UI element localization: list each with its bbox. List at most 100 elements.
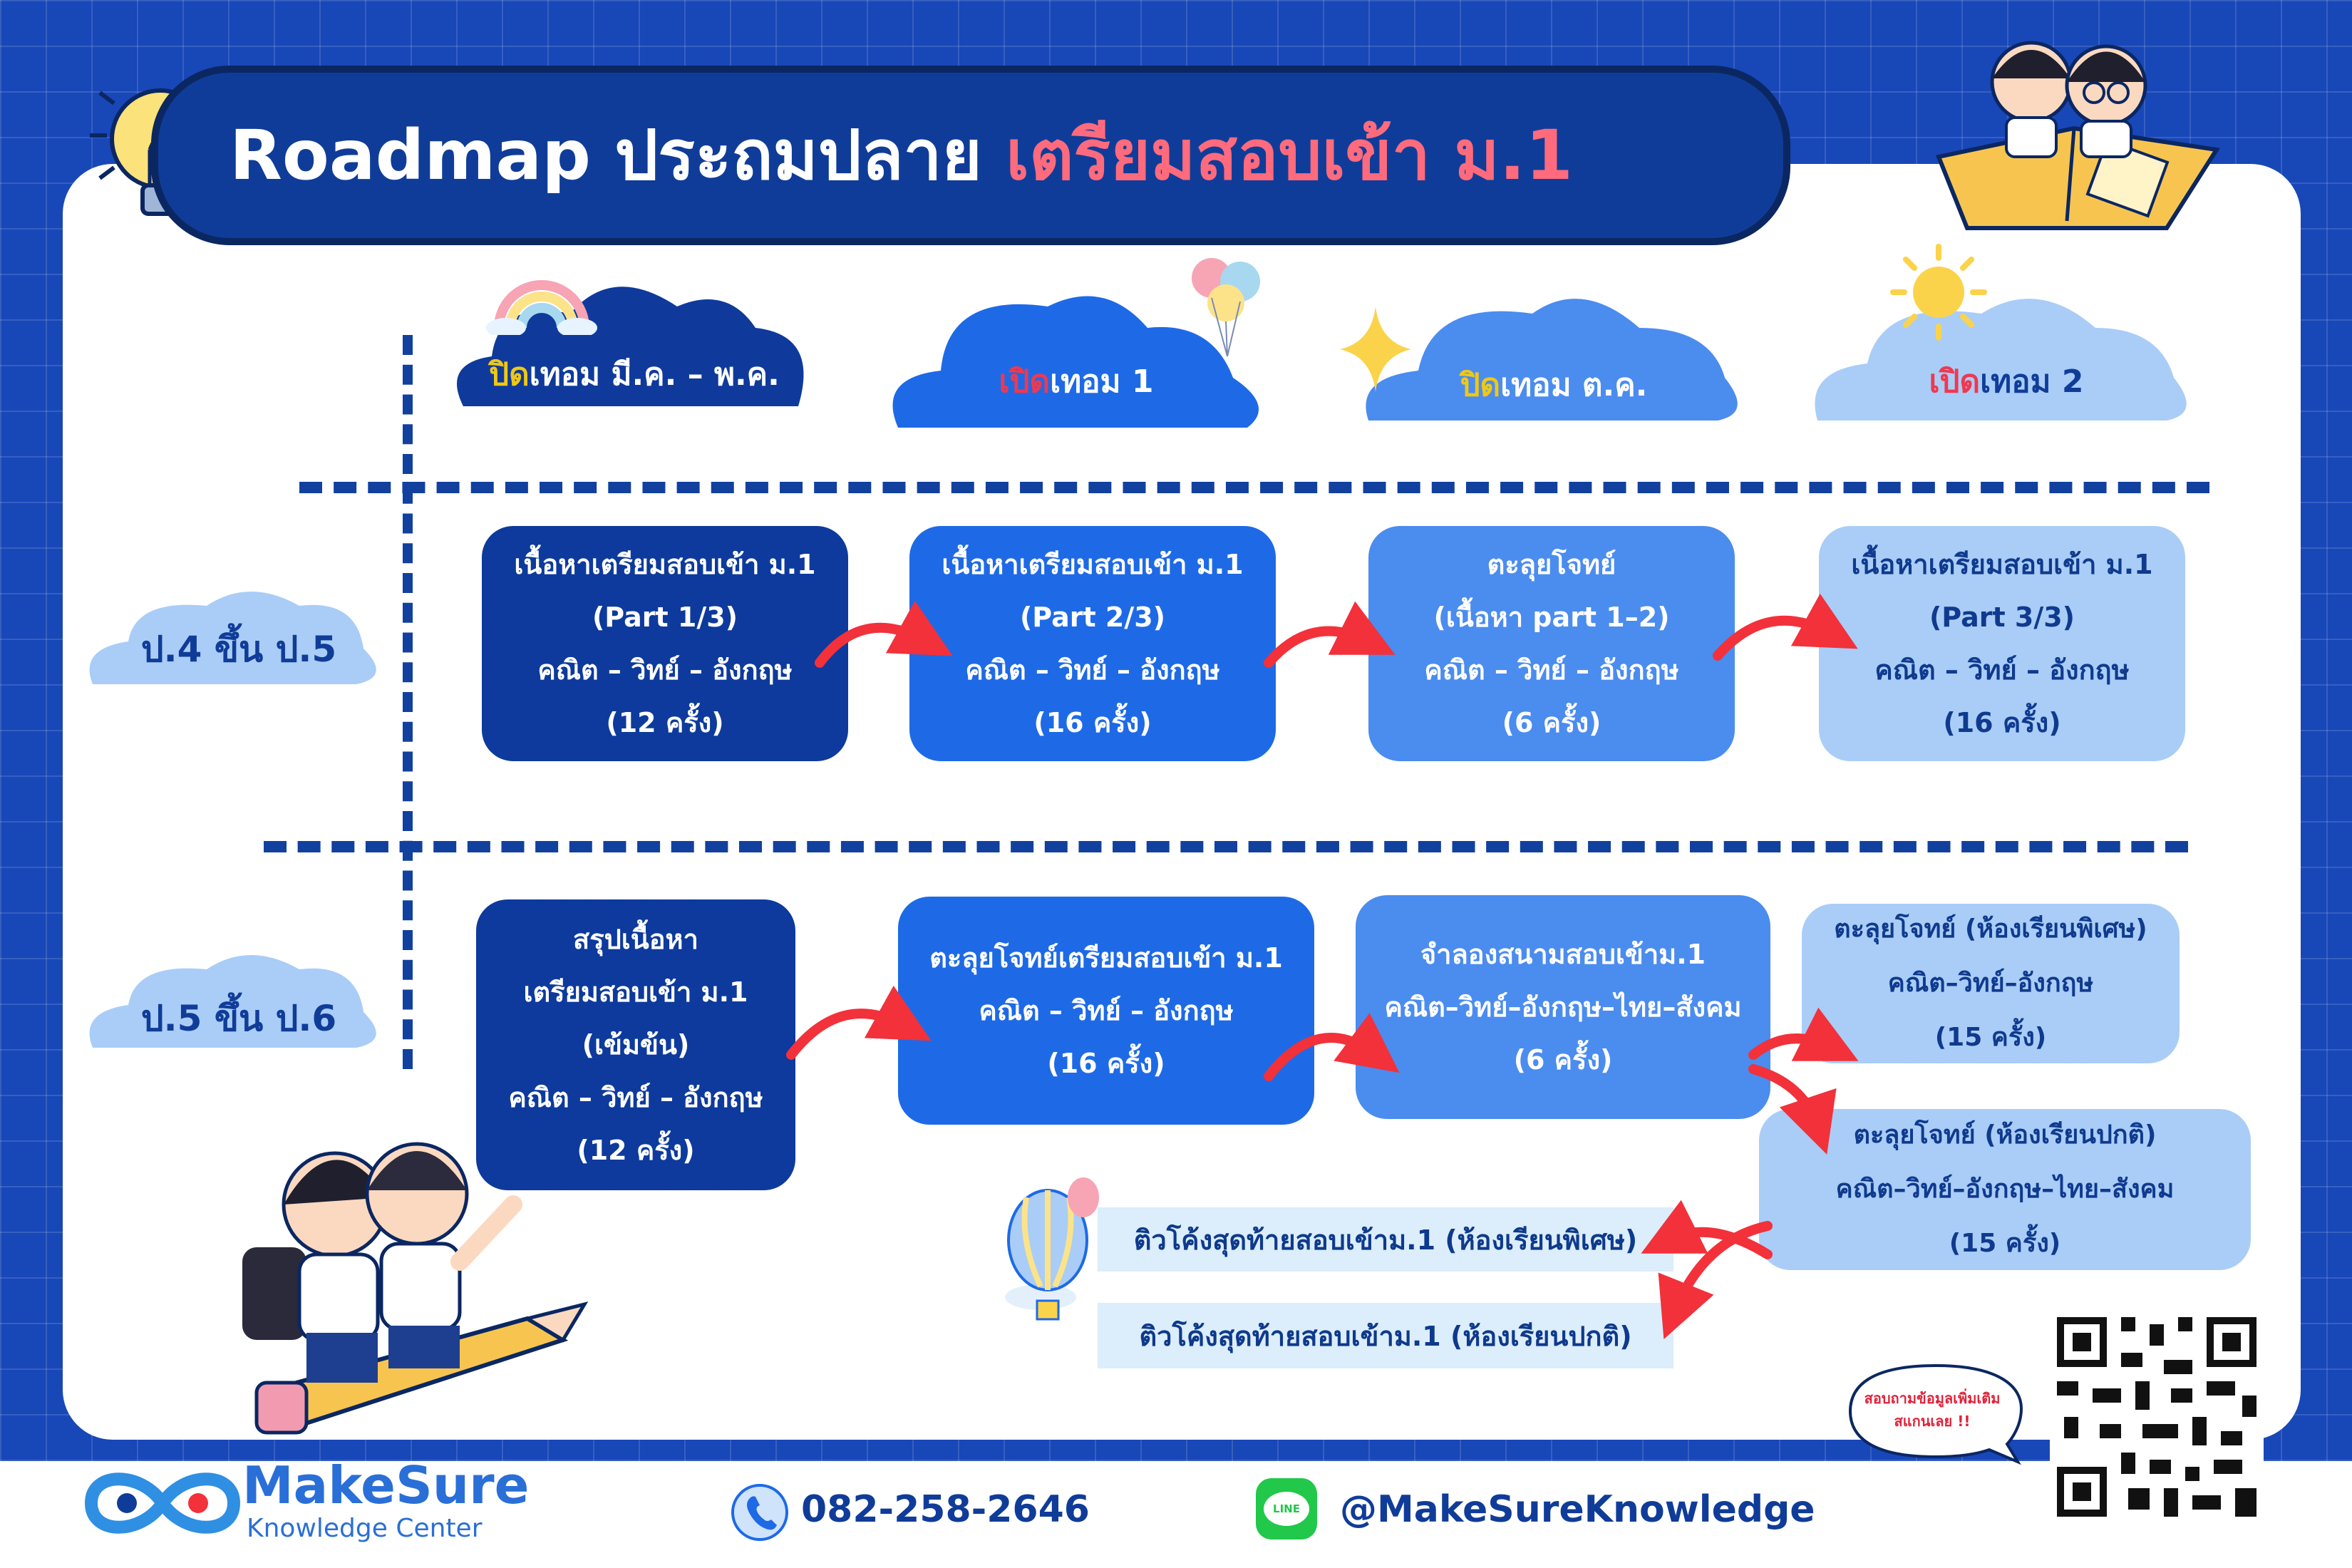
speech-bubble-line-1: สอบถามข้อมูลเพิ่มเติม [1864,1390,2001,1407]
card-line: เนื้อหาเตรียมสอบเข้า ม.1 [1851,549,2153,580]
card-line: ตะลุยโจทย์ [1487,549,1616,580]
card-line: เตรียมสอบเข้า ม.1 [523,976,748,1008]
card-line: (16 ครั้ง) [1033,707,1152,738]
kids-on-book-illustration [1935,41,2221,230]
card-line: (6 ครั้ง) [1513,1044,1613,1076]
card-line: เนื้อหาเตรียมสอบเข้า ม.1 [942,549,1244,580]
card-line: (Part 1/3) [592,602,738,633]
cloud-shape [89,592,376,684]
arrow-r2-3-5 [1748,1064,1837,1155]
column-header-label: ปิดเทอม มี.ค. – พ.ค. [489,356,780,393]
brand-subtitle: Knowledge Center [247,1514,483,1543]
cloud-shape [892,296,1259,428]
footer-bar [0,1461,2352,1568]
arrow-3-4 [1713,593,1858,661]
column-header-label: ปิดเทอม ต.ค. [1460,367,1648,403]
card-line: (12 ครั้ง) [577,1135,695,1166]
speech-bubble: สอบถามข้อมูลเพิ่มเติม สแกนเลย !! [1843,1358,2028,1465]
column-header-label: เปิดเทอม 2 [1929,363,2084,400]
arrow-1-2 [815,600,953,668]
roadmap-card: เนื้อหาเตรียมสอบเข้า ม.1 (Part 2/3) คณิต… [909,526,1276,761]
kids-on-pencil-illustration [242,1142,589,1435]
phone-icon [731,1484,788,1541]
card-line: (16 ครั้ง) [1047,1048,1165,1079]
title-bar: Roadmap ประถมปลาย เตรียมสอบเข้า ม.1 [151,66,1790,245]
row-divider-top [299,482,2209,493]
card-line: (เข้มข้น) [582,1029,690,1061]
row-label-1: ป.4 ขึ้น ป.5 [78,592,399,706]
line-badge-text: LINE [1264,1492,1309,1526]
phone-number[interactable]: 082-258-2646 [801,1488,1090,1531]
sun-icon [1890,244,1987,341]
cloud-shape [89,955,376,1048]
card-line: สรุปเนื้อหา [573,924,698,955]
column-header-3: ปิดเทอม ต.ค. [1354,278,1753,442]
roadmap-card: ตะลุยโจทย์ (เนื้อหา part 1–2) คณิต – วิท… [1368,526,1735,761]
card-line: คณิต–วิทย์–อังกฤษ–ไทย–สังคม [1384,991,1742,1023]
roadmap-card: เนื้อหาเตรียมสอบเข้า ม.1 (Part 1/3) คณิต… [482,526,848,761]
card-line: (6 ครั้ง) [1502,707,1601,738]
row-label-text: ป.4 ขึ้น ป.5 [140,629,337,670]
card-line: ตะลุยโจทย์ (ห้องเรียนพิเศษ) [1834,914,2147,944]
balloons-icon [1192,258,1260,357]
card-line: (Part 2/3) [1019,602,1166,633]
card-line: (16 ครั้ง) [1943,707,2061,738]
cloud-shape [1366,299,1738,421]
hot-air-balloon-icon [1005,1177,1099,1321]
row-label-2: ป.5 ขึ้น ป.6 [78,955,399,1069]
card-line: คณิต – วิทย์ – อังกฤษ [965,654,1220,686]
qr-code [2050,1310,2264,1524]
card-line: คณิต–วิทย์–อังกฤษ [1887,969,2094,998]
brand-name: MakeSure [242,1455,530,1515]
card-line: ตะลุยโจทย์ (ห้องเรียนปกติ) [1853,1120,2157,1150]
cloud-shape [1815,299,2187,421]
arrow-2-3 [1264,601,1396,668]
card-line: คณิต – วิทย์ – อังกฤษ [1874,654,2130,686]
speech-bubble-shape [1848,1363,2023,1465]
roadmap-card: สรุปเนื้อหา เตรียมสอบเข้า ม.1 (เข้มข้น) … [476,899,795,1190]
final-course-special: ติวโค้งสุดท้ายสอบเข้าม.1 (ห้องเรียนพิเศษ… [1098,1207,1673,1272]
arrow-r2-2-3 [1264,1013,1400,1081]
arrow-r2-1-2 [786,985,932,1060]
card-line: (Part 3/3) [1929,602,2075,633]
card-line: ตะลุยโจทย์เตรียมสอบเข้า ม.1 [929,942,1283,974]
card-line: (15 ครั้ง) [1949,1229,2061,1258]
arrow-to-final-special [1641,1200,1773,1259]
line-app-icon: LINE [1256,1478,1317,1539]
column-header-2: เปิดเทอม 1 [884,271,1269,456]
arrow-to-final-regular [1658,1221,1773,1339]
line-id[interactable]: @MakeSureKnowledge [1340,1488,1815,1531]
title-prefix: Roadmap ประถมปลาย [229,115,982,195]
card-line: คณิต – วิทย์ – อังกฤษ [508,1082,763,1113]
roadmap-card: ตะลุยโจทย์ (ห้องเรียนพิเศษ) คณิต–วิทย์–อ… [1802,904,2180,1063]
card-line: (15 ครั้ง) [1934,1023,2047,1052]
column-divider [403,335,413,1069]
column-header-1: ปิดเทอม มี.ค. – พ.ค. [442,271,827,442]
sparkle-icon [1340,306,1411,392]
roadmap-card: ตะลุยโจทย์เตรียมสอบเข้า ม.1 คณิต – วิทย์… [898,897,1314,1125]
card-line: คณิต – วิทย์ – อังกฤษ [537,654,793,686]
column-header-4: เปิดเทอม 2 [1803,271,2209,449]
rainbow-icon [486,280,597,335]
roadmap-card: จำลองสนามสอบเข้าม.1 คณิต–วิทย์–อังกฤษ–ไท… [1356,895,1770,1119]
card-line: จำลองสนามสอบเข้าม.1 [1420,939,1706,970]
card-line: คณิต – วิทย์ – อังกฤษ [1424,654,1679,686]
brand-logo-icon [84,1472,241,1534]
speech-bubble-line-2: สแกนเลย !! [1894,1413,1971,1430]
arrow-r2-3-4 [1748,1007,1859,1061]
cloud-shape [457,287,804,406]
row-label-text: ป.5 ขึ้น ป.6 [140,998,337,1039]
page-title: Roadmap ประถมปลาย เตรียมสอบเข้า ม.1 [229,101,1573,210]
final-course-regular: ติวโค้งสุดท้ายสอบเข้าม.1 (ห้องเรียนปกติ) [1098,1303,1673,1368]
column-header-label: เปิดเทอม 1 [999,363,1154,400]
card-line: คณิต – วิทย์ – อังกฤษ [979,995,1234,1026]
title-highlight: เตรียมสอบเข้า ม.1 [1006,115,1573,195]
roadmap-card: ตะลุยโจทย์ (ห้องเรียนปกติ) คณิต–วิทย์–อั… [1759,1109,2251,1270]
card-line: คณิต–วิทย์–อังกฤษ–ไทย–สังคม [1835,1175,2175,1204]
card-line: (12 ครั้ง) [606,707,724,738]
card-line: (เนื้อหา part 1–2) [1433,602,1670,633]
row-divider-middle [264,841,2188,852]
card-line: เนื้อหาเตรียมสอบเข้า ม.1 [514,549,816,580]
